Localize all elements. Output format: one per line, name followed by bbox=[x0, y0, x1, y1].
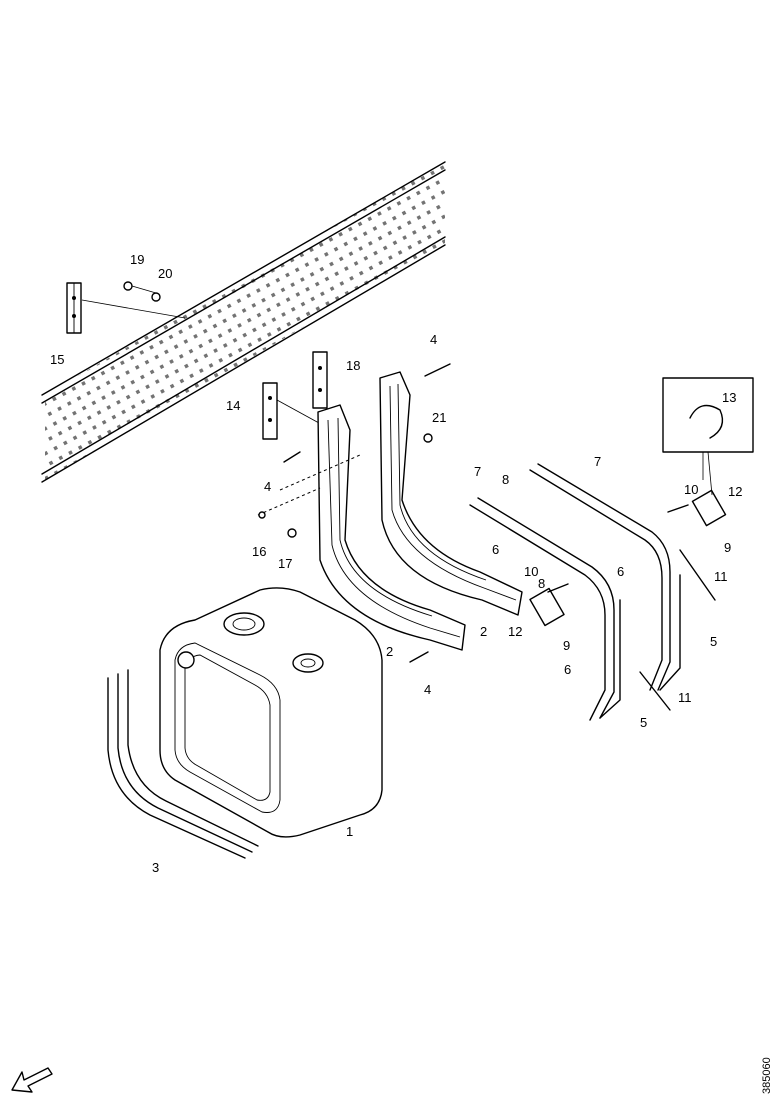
fuel-tank bbox=[159, 587, 383, 838]
callout-4b: 4 bbox=[264, 479, 271, 494]
callout-6a: 6 bbox=[492, 542, 499, 557]
callout-15: 15 bbox=[50, 352, 64, 367]
callout-4a: 4 bbox=[430, 332, 437, 347]
callout-5a: 5 bbox=[710, 634, 717, 649]
callout-13: 13 bbox=[722, 390, 736, 405]
callout-6b: 6 bbox=[564, 662, 571, 677]
chassis-frame-rail bbox=[41, 161, 446, 483]
callout-6c: 6 bbox=[617, 564, 624, 579]
bracket-14 bbox=[262, 382, 351, 441]
bolt-4-group bbox=[258, 363, 451, 663]
callout-19: 19 bbox=[130, 252, 144, 267]
callout-10a: 10 bbox=[684, 482, 698, 497]
callout-7b: 7 bbox=[594, 454, 601, 469]
callout-2a: 2 bbox=[386, 644, 393, 659]
bracket-18 bbox=[312, 351, 328, 409]
callout-11b: 11 bbox=[678, 690, 692, 705]
bracket-2-left bbox=[257, 404, 466, 651]
callout-8a: 8 bbox=[502, 472, 509, 487]
callout-4c: 4 bbox=[424, 682, 431, 697]
callout-18: 18 bbox=[346, 358, 360, 373]
callout-11a: 11 bbox=[714, 569, 728, 584]
detail-box-13 bbox=[662, 377, 754, 496]
callout-1: 1 bbox=[346, 824, 353, 839]
callout-20: 20 bbox=[158, 266, 172, 281]
callout-17: 17 bbox=[278, 556, 292, 571]
callout-14: 14 bbox=[226, 398, 240, 413]
callout-5b: 5 bbox=[640, 715, 647, 730]
callout-9a: 9 bbox=[724, 540, 731, 555]
bracket-15 bbox=[66, 282, 186, 334]
callout-12a: 12 bbox=[728, 484, 742, 499]
callout-9b: 9 bbox=[563, 638, 570, 653]
nut-19-20 bbox=[123, 281, 161, 302]
direction-arrow-icon bbox=[11, 1067, 53, 1093]
callout-16: 16 bbox=[252, 544, 266, 559]
callouts: 1 2 2 3 4 4 4 5 5 6 6 6 7 7 8 8 9 9 10 1… bbox=[50, 252, 742, 875]
tank-strap-assembly-right bbox=[469, 463, 727, 721]
callout-12b: 12 bbox=[508, 624, 522, 639]
document-id: 385060 bbox=[761, 1057, 773, 1094]
bracket-2-right bbox=[379, 371, 523, 616]
callout-7a: 7 bbox=[474, 464, 481, 479]
callout-10b: 10 bbox=[524, 564, 538, 579]
strap-3 bbox=[107, 669, 259, 859]
callout-2b: 2 bbox=[480, 624, 487, 639]
callout-8b: 8 bbox=[538, 576, 545, 591]
callout-3: 3 bbox=[152, 860, 159, 875]
callout-21: 21 bbox=[432, 410, 446, 425]
